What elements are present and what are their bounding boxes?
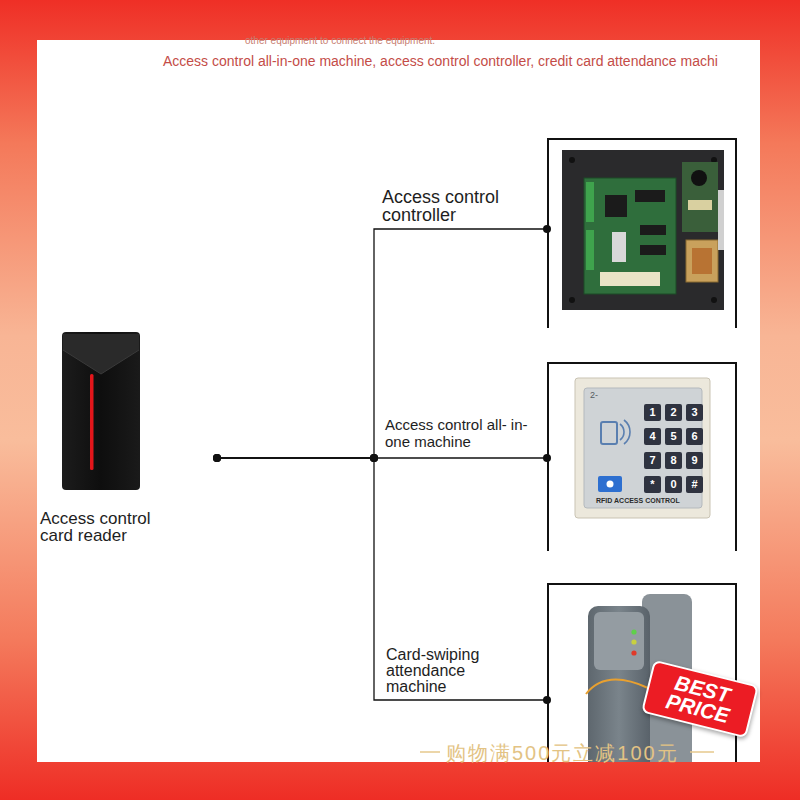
keypad-illustration-part xyxy=(620,424,624,440)
keypad-key: 5 xyxy=(665,428,682,445)
device-label: Access control card reader xyxy=(40,510,170,544)
watermark: 购物满500元立减100元 xyxy=(446,740,679,767)
junction-dot xyxy=(370,454,378,462)
device-group: Access control card reader xyxy=(40,325,217,550)
watermark-dashes-part xyxy=(690,751,714,753)
controller-illustration-part xyxy=(569,297,575,303)
device-label: Card-swiping attendance machine xyxy=(386,647,496,695)
keypad-key: 0 xyxy=(665,476,682,493)
junction-dot xyxy=(370,454,378,462)
controller-illustration-part xyxy=(688,200,712,210)
device-frame: Access control controller xyxy=(547,138,737,328)
controller-illustration-part xyxy=(686,240,718,282)
controller-illustration-part xyxy=(682,162,718,232)
card-reader-illustration-part xyxy=(63,350,101,374)
price-tag: BEST PRICE xyxy=(641,660,759,738)
controller-illustration-part xyxy=(586,182,594,222)
keypad-key: 7 xyxy=(644,452,661,469)
keypad-key: 2 xyxy=(665,404,682,421)
card-reader-illustration-part xyxy=(63,334,139,374)
keypad-illustration-part xyxy=(624,420,630,444)
keypad-key: 3 xyxy=(686,404,703,421)
controller-illustration-part xyxy=(605,195,627,217)
controller-illustration-part xyxy=(691,170,707,186)
controller-illustration-part xyxy=(640,225,666,235)
keypad-illustration-part xyxy=(598,476,622,492)
keypad-illustration-part xyxy=(575,378,710,518)
controller-illustration-part xyxy=(569,157,575,163)
keypad-illustration-part xyxy=(601,422,617,444)
keypad-key: * xyxy=(644,476,661,493)
keypad-key: # xyxy=(686,476,703,493)
keypad-illustration-part xyxy=(607,481,614,488)
controller-illustration xyxy=(562,150,724,310)
controller-illustration-part xyxy=(640,245,666,255)
device-frame: Access control all- in-one machine xyxy=(547,362,737,551)
controller-illustration-part xyxy=(600,272,660,286)
junction-dot xyxy=(213,454,221,462)
note-text: 2- xyxy=(590,390,598,400)
keypad-illustration-part xyxy=(584,388,702,508)
note-text: RFID ACCESS CONTROL xyxy=(596,497,680,504)
wire-connector xyxy=(217,229,547,458)
card-reader-illustration xyxy=(62,332,140,490)
device-label: Access control controller xyxy=(382,188,532,224)
wire-connector xyxy=(217,458,547,700)
controller-illustration-part xyxy=(612,232,626,262)
keypad-key: 8 xyxy=(665,452,682,469)
note-text: Access control all-in-one machine, acces… xyxy=(163,53,718,69)
card-reader-illustration-part xyxy=(90,374,94,470)
keypad-key: 6 xyxy=(686,428,703,445)
attendance-reader-illustration-part xyxy=(594,612,644,670)
controller-illustration-part xyxy=(562,150,724,310)
card-reader-illustration-part xyxy=(101,350,139,374)
keypad-key: 9 xyxy=(686,452,703,469)
card-reader-illustration-part xyxy=(62,332,140,490)
keypad-key: 1 xyxy=(644,404,661,421)
junction-dot xyxy=(213,454,221,462)
controller-illustration-part xyxy=(711,297,717,303)
junction-dot xyxy=(213,454,221,462)
attendance-reader-illustration-part xyxy=(586,680,648,694)
controller-illustration-part xyxy=(718,190,724,250)
controller-illustration-part xyxy=(586,230,594,270)
attendance-reader-illustration-part xyxy=(631,650,636,655)
controller-illustration-part xyxy=(635,190,665,202)
device-label: Access control all- in-one machine xyxy=(385,417,535,450)
note-text: other equipment to connect the equipment… xyxy=(245,35,435,46)
attendance-reader-illustration-part xyxy=(631,639,636,644)
controller-illustration-part xyxy=(584,178,676,294)
controller-illustration-part xyxy=(692,248,712,274)
keypad-key: 4 xyxy=(644,428,661,445)
keypad-illustration xyxy=(575,378,710,518)
junction-dot xyxy=(370,454,378,462)
watermark-dashes-part xyxy=(420,751,440,753)
attendance-reader-illustration-part xyxy=(631,629,636,634)
